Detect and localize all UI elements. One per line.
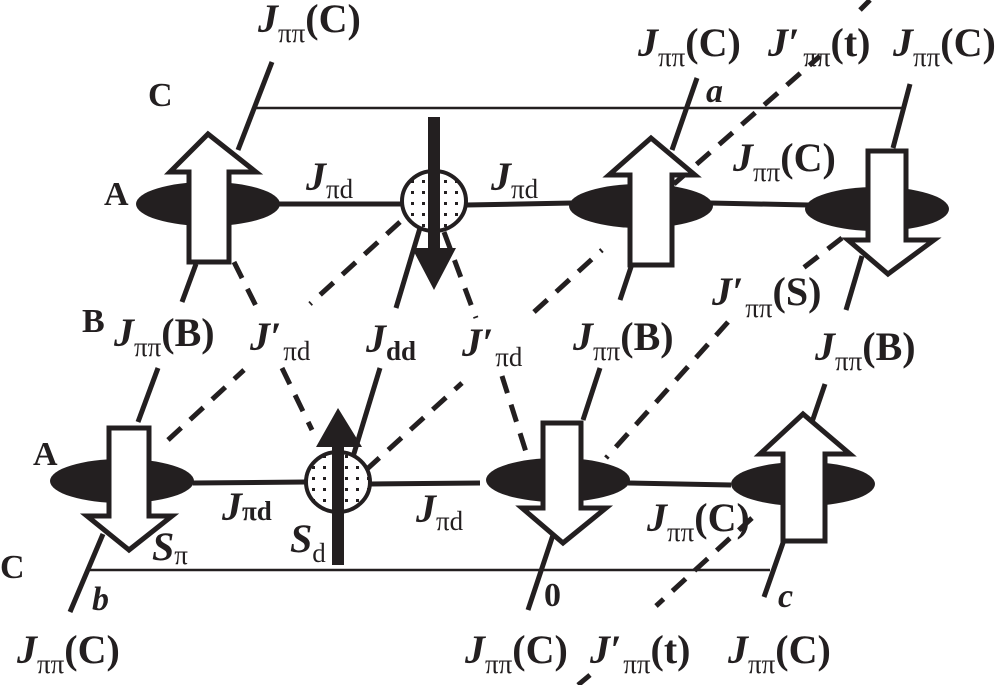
- label-jpipi-c-bottom-mid: Jππ(C): [646, 495, 750, 547]
- bond-jpipi-c-top: [709, 200, 809, 208]
- label-jprime-pipi-t-top: J′ππ(t): [767, 20, 870, 72]
- spin-pi-up-arrow-top-left: [163, 130, 264, 265]
- label-jpid-bottom-left: Jπd: [221, 484, 272, 529]
- label-jpipi-c-right-mid: Jππ(C): [732, 135, 836, 187]
- spin-label-s-d: Sd: [290, 516, 326, 568]
- label-jpid-top-left: Jπd: [305, 154, 354, 204]
- label-jpipi-c-bottom-left: Jππ(C): [16, 627, 120, 679]
- bond-jpid-bottom-left: [192, 479, 307, 486]
- bond-jpipi-c-bottom-left: [67, 533, 106, 613]
- bond-jpid-top-right: [465, 200, 573, 208]
- spin-pi-up-arrow-top-mid: [602, 134, 702, 268]
- bond-jpipi-c-top-mid: [669, 77, 700, 151]
- label-jpipi-c-top-mid: Jππ(C): [637, 20, 741, 72]
- dash-jprime-pid-2: [308, 220, 402, 306]
- dash-jprime-pid-8: [532, 248, 604, 314]
- label-jprime-pipi-s: J′ππ(S): [711, 269, 821, 323]
- dash-jprime-pid-4: [279, 366, 315, 432]
- dash-jprime-pipi-s-lower: [604, 320, 730, 460]
- dash-jprime-pipi-t-top-tip: [858, 0, 872, 12]
- label-jprime-pid-left: J′πd: [249, 314, 311, 366]
- dash-jprime-pid-7: [499, 375, 529, 453]
- axis-label-b: b: [92, 581, 109, 618]
- spin-pi-up-arrow-bottom-right: [753, 410, 857, 544]
- dash-jprime-pipi-t-top: [672, 54, 822, 186]
- label-jdd: Jdd: [365, 316, 416, 366]
- dash-jprime-pipi-t-bottom: [654, 516, 754, 608]
- bond-jpipi-b-top-left: [179, 263, 199, 303]
- label-jpipi-c-bottom-right: Jππ(C): [727, 627, 831, 679]
- axis-origin-label: 0: [544, 577, 561, 614]
- bond-jpipi-b-top-mid: [617, 263, 635, 301]
- label-jpipi-b-left: Jππ(B): [113, 310, 215, 362]
- dash-jprime-pid-1: [231, 260, 259, 308]
- site-label-c-top: C: [148, 77, 173, 114]
- bond-jpid-bottom-right: [369, 480, 481, 487]
- spin-pi-down-arrow-top-right: [841, 148, 942, 278]
- bond-jpipi-c-bottom-mid: [525, 534, 556, 611]
- bond-jpipi-c-top-left: [235, 61, 275, 151]
- label-jprime-pid-right: J′πd: [461, 320, 523, 372]
- spin-d-up-arrow: [316, 408, 362, 565]
- dash-jprime-pid-3: [166, 368, 246, 442]
- label-jpipi-c-top-right: Jππ(C): [892, 20, 996, 72]
- axis-label-a: a: [706, 73, 723, 110]
- bond-jpipi-b-top-right: [843, 255, 865, 311]
- dash-jprime-pipi-t-bottom-tip: [576, 673, 592, 685]
- label-jpid-top-right: Jπd: [490, 154, 539, 204]
- spin-pi-down-arrow-bottom-left: [79, 425, 180, 554]
- label-jprime-pipi-t-bottom: J′ππ(t): [589, 627, 690, 679]
- bond-jpipi-b-bottom-mid: [580, 367, 603, 421]
- label-jpipi-b-right: Jππ(B): [814, 324, 916, 376]
- site-label-b: B: [82, 303, 105, 340]
- dash-jprime-pid-6: [364, 381, 464, 472]
- dash-jprime-pid-5: [441, 231, 479, 319]
- bond-jpipi-c-bottom-right: [761, 539, 787, 598]
- label-jpipi-c-bottom-center: Jππ(C): [464, 627, 568, 679]
- spin-pi-down-arrow-bottom-mid: [515, 420, 614, 547]
- site-label-a-bottom: A: [33, 436, 58, 473]
- bond-jpipi-b-bottom-right: [809, 383, 828, 423]
- site-label-a-top: A: [104, 176, 129, 213]
- label-jpid-bottom-right: Jπd: [415, 486, 464, 536]
- bond-jpipi-b-bottom-left: [135, 367, 161, 423]
- spin-d-down-arrow: [412, 117, 456, 290]
- dash-jprime-pipi-s-upper: [796, 236, 844, 274]
- bond-jpipi-c-top-right: [890, 83, 913, 149]
- bond-jdd-top: [393, 227, 423, 309]
- label-jpipi-c-top-left: Jππ(C): [257, 0, 361, 48]
- axis-label-c: c: [778, 578, 793, 615]
- site-label-c-bottom: C: [0, 549, 25, 586]
- label-jpipi-b-mid: Jππ(B): [572, 314, 674, 366]
- spin-label-s-pi: Sπ: [152, 524, 188, 570]
- bond-jpipi-c-bottom: [627, 480, 732, 488]
